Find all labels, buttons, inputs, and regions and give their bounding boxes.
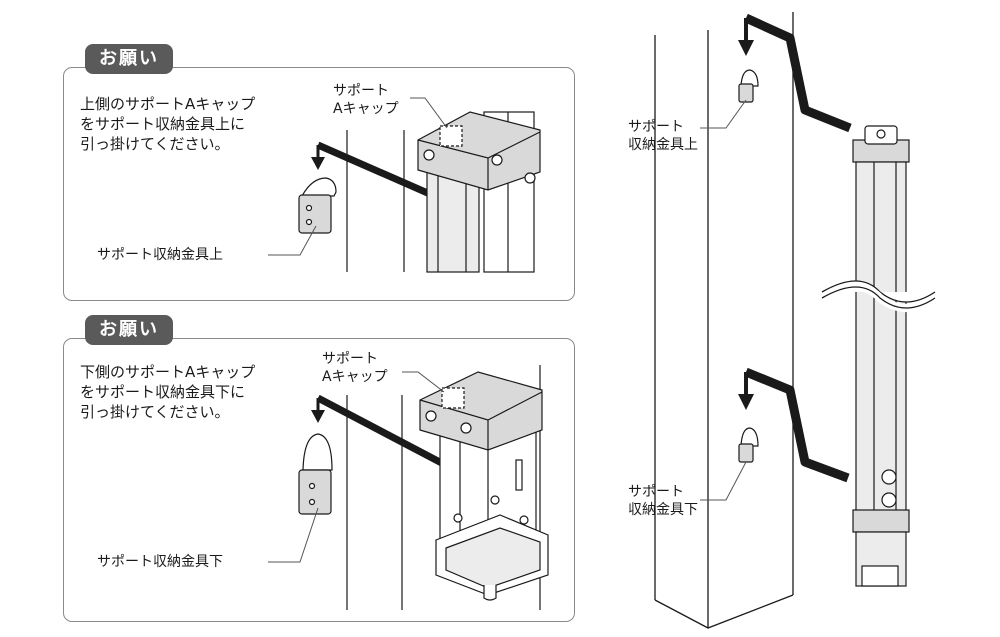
storage-bracket-upper-icon <box>298 177 337 234</box>
right-bracket-lower-icon <box>738 427 759 463</box>
pillar-icon <box>654 12 794 629</box>
bracket-label-top: サポート収納金具上 <box>97 247 223 263</box>
right-support-post-icon <box>852 125 910 587</box>
right-label-upper: サポート 収納金具上 <box>628 119 698 153</box>
right-arrow-lower <box>738 367 850 483</box>
request-tag-top: お願い <box>85 44 173 74</box>
instruction-text-top: 上側のサポートAキャップ をサポート収納金具上に 引っ掛けてください。 <box>80 95 256 153</box>
storage-bracket-lower-icon <box>298 433 333 515</box>
right-arrow-upper <box>738 13 852 133</box>
wall-lines-top <box>346 130 405 272</box>
leader-bracket-bottom <box>268 507 319 563</box>
cap-label-bottom: サポート Aキャップ <box>322 351 388 385</box>
leader-right-lower <box>700 461 747 501</box>
bracket-label-bottom: サポート収納金具下 <box>97 554 223 570</box>
right-bracket-upper-icon <box>738 69 759 103</box>
support-a-cap-top-icon <box>417 111 541 191</box>
leader-right-upper <box>700 99 747 129</box>
leader-cap-top <box>410 97 448 129</box>
cap-label-top: サポート Aキャップ <box>333 83 399 117</box>
leader-bracket-top <box>268 225 317 256</box>
right-label-lower: サポート 収納金具下 <box>628 484 698 518</box>
instruction-text-bottom: 下側のサポートAキャップ をサポート収納金具下に 引っ掛けてください。 <box>80 363 256 421</box>
request-tag-bottom: お願い <box>85 315 173 345</box>
support-a-cap-bottom-icon <box>419 371 543 451</box>
leader-cap-bottom <box>402 371 445 393</box>
